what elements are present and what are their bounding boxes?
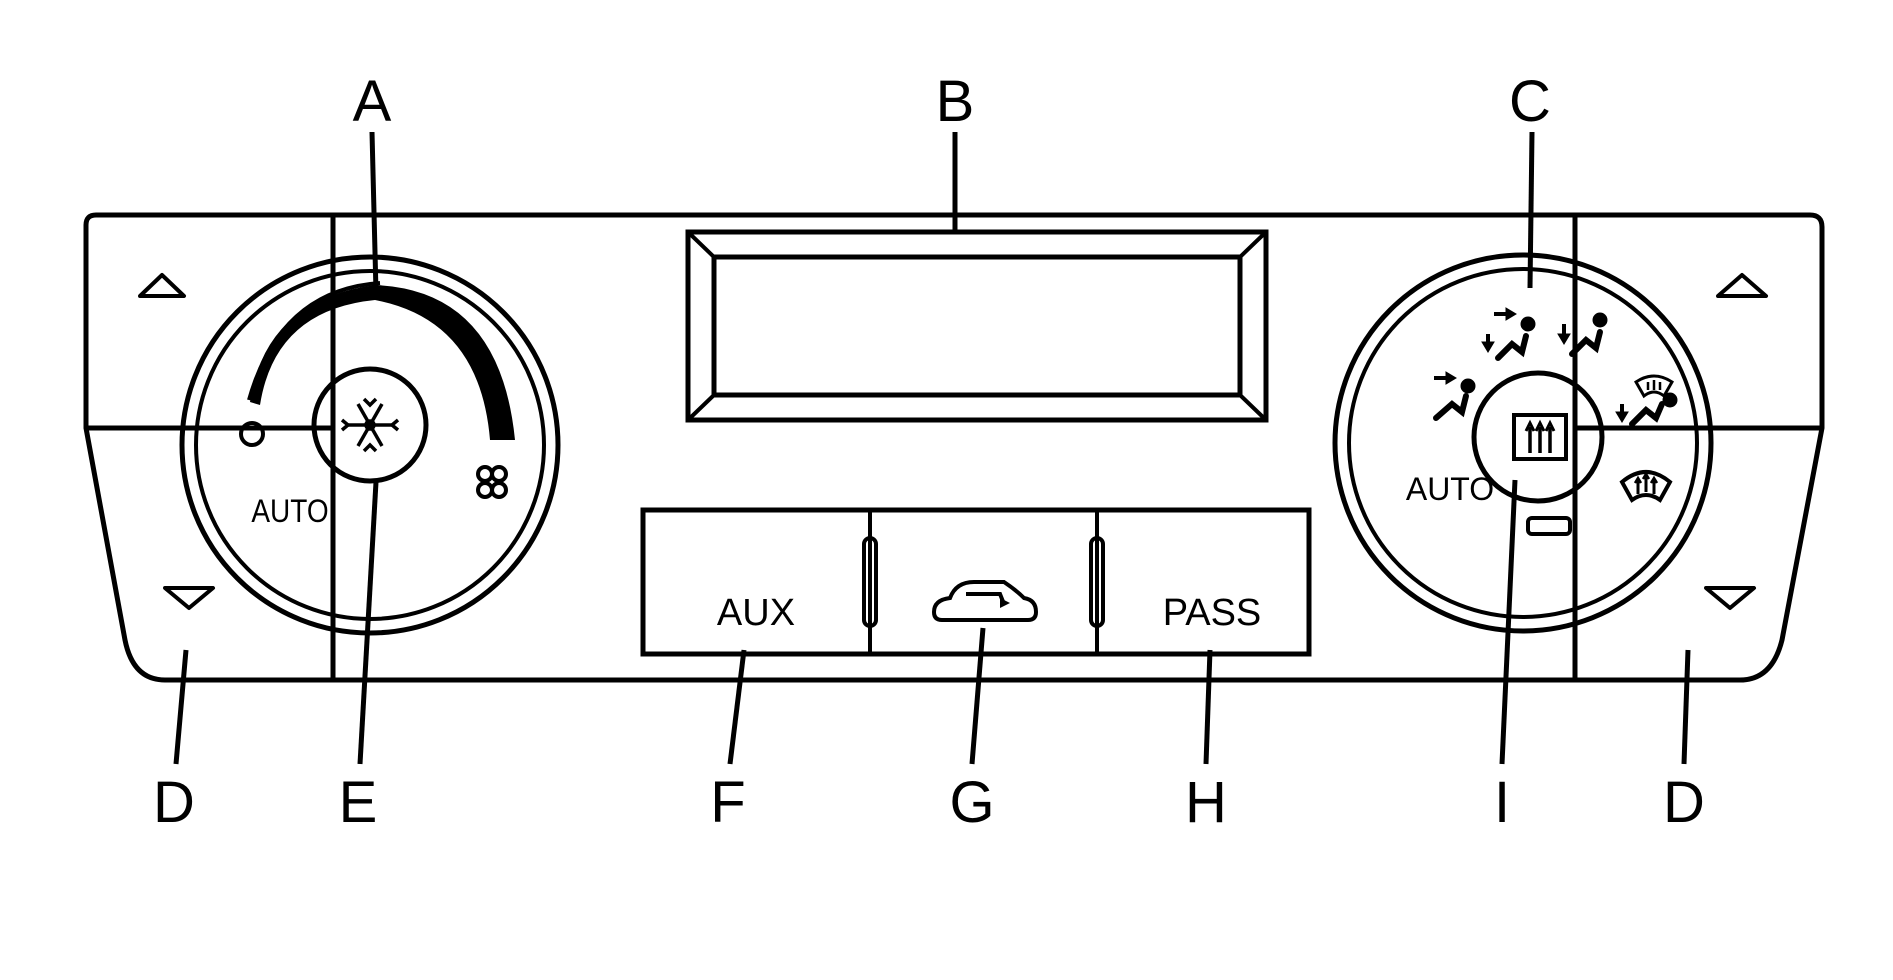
triangle-down-icon bbox=[163, 586, 215, 610]
air-delivery-mode-knob[interactable]: AUTO bbox=[1332, 252, 1714, 634]
triangle-down-icon bbox=[1704, 586, 1756, 610]
left-temp-down-button[interactable] bbox=[163, 586, 215, 610]
callout-b: B bbox=[936, 69, 975, 134]
right-knob-auto-label: AUTO bbox=[1406, 471, 1494, 507]
aux-label: AUX bbox=[717, 592, 795, 634]
callout-a: A bbox=[353, 69, 392, 134]
defog-mode-icon bbox=[1615, 374, 1678, 427]
triangle-up-icon bbox=[1716, 273, 1768, 298]
callout-f: F bbox=[710, 770, 745, 835]
callout-g: G bbox=[949, 770, 994, 835]
callout-d-left: D bbox=[153, 770, 195, 835]
ac-button[interactable] bbox=[311, 366, 429, 484]
callout-d-right: D bbox=[1663, 770, 1705, 835]
snowflake-icon bbox=[340, 397, 400, 453]
vent-mode-icon bbox=[1433, 371, 1476, 421]
defrost-icon bbox=[1619, 470, 1673, 503]
leader-lines bbox=[173, 131, 1691, 765]
rear-defrost-button[interactable] bbox=[1471, 370, 1605, 504]
recirculation-button[interactable] bbox=[876, 512, 1091, 652]
callout-i: I bbox=[1494, 770, 1510, 835]
fan-icon bbox=[476, 465, 508, 499]
fan-speed-arc bbox=[250, 285, 515, 440]
right-temp-down-button[interactable] bbox=[1704, 586, 1756, 610]
aux-button[interactable]: AUX bbox=[645, 512, 864, 652]
right-temp-up-button[interactable] bbox=[1716, 273, 1768, 298]
triangle-up-icon bbox=[138, 273, 186, 298]
callout-e: E bbox=[339, 770, 378, 835]
rear-defrost-icon bbox=[1512, 413, 1568, 461]
indicator-light-icon bbox=[1526, 516, 1572, 536]
car-recirculation-icon bbox=[931, 580, 1039, 622]
fan-control-knob[interactable]: AUTO bbox=[179, 254, 561, 636]
center-button-strip bbox=[640, 507, 1312, 657]
circle-off-icon bbox=[239, 421, 265, 447]
floor-mode-icon bbox=[1557, 312, 1608, 357]
pass-label: PASS bbox=[1163, 592, 1262, 634]
callout-h: H bbox=[1185, 770, 1227, 835]
left-temp-up-button[interactable] bbox=[138, 273, 186, 298]
bilevel-mode-icon bbox=[1481, 307, 1536, 361]
callout-c: C bbox=[1509, 69, 1551, 134]
display-screen bbox=[685, 229, 1269, 423]
pass-button[interactable]: PASS bbox=[1103, 512, 1307, 652]
left-knob-auto-label: AUTO bbox=[251, 494, 328, 529]
